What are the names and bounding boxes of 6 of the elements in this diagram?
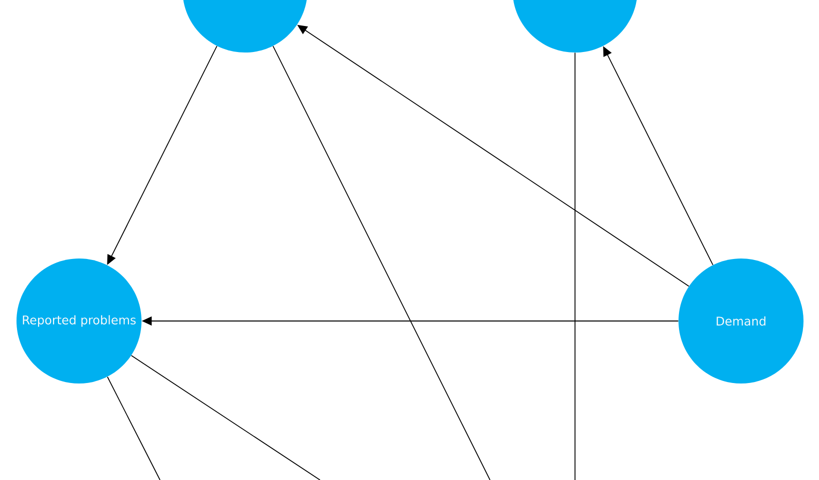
- connector-line: [130, 355, 320, 480]
- circle-node: Demand: [678, 258, 804, 384]
- circle-node: Reported problems: [16, 258, 142, 384]
- connector-line: [107, 376, 160, 480]
- connector-line: [574, 52, 576, 480]
- connector-line: [272, 46, 490, 480]
